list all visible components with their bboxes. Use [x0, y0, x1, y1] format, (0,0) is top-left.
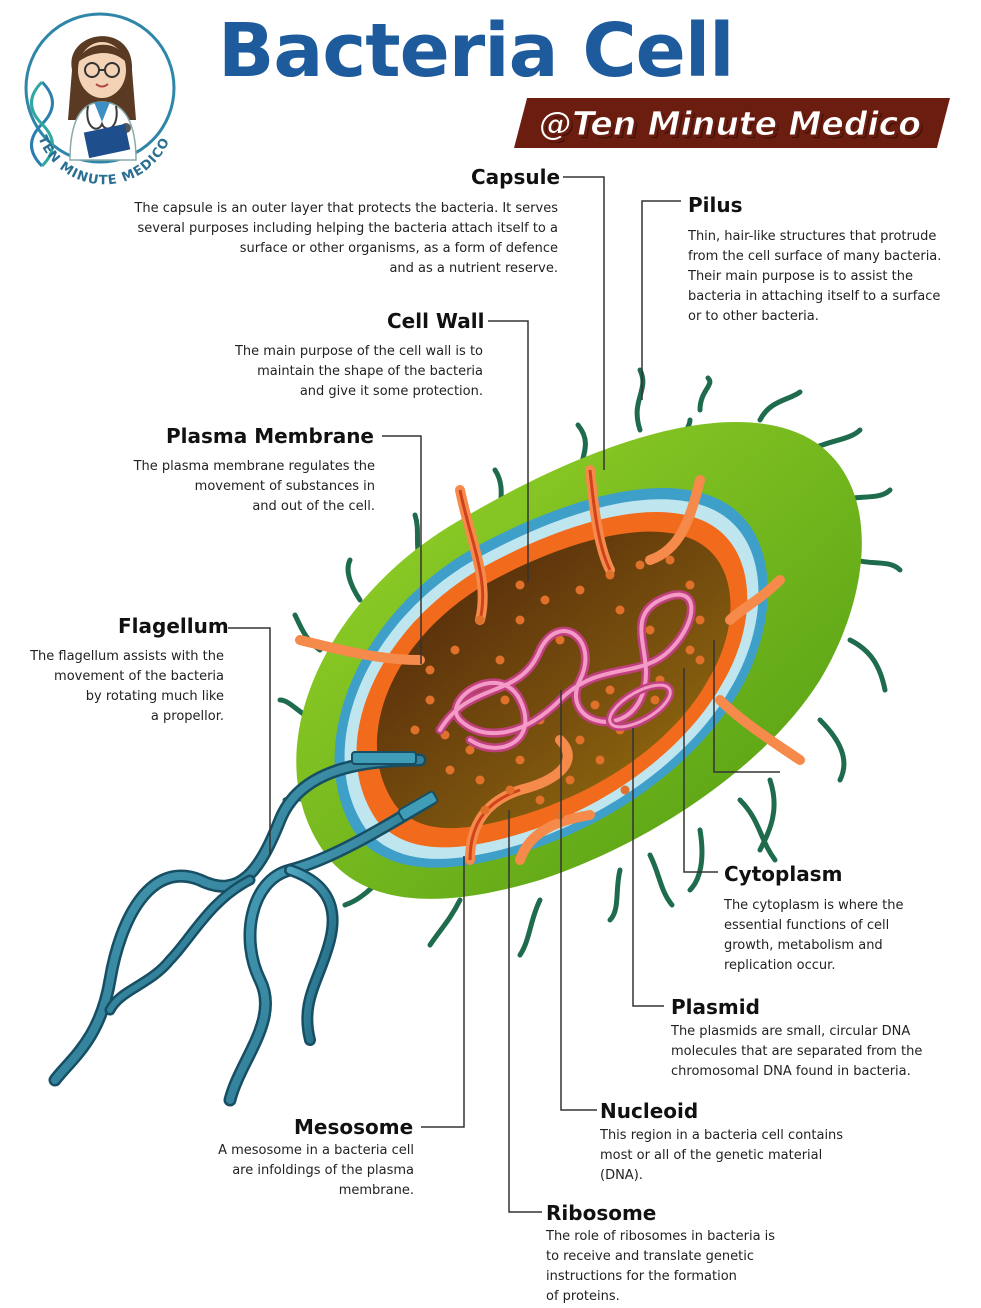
ribosome-dot	[590, 700, 600, 710]
ribosome-dot	[410, 725, 420, 735]
ribosome-dot	[480, 805, 490, 815]
ribosome-dot	[515, 580, 525, 590]
desc-plasmid: The plasmids are small, circular DNA mol…	[671, 1024, 923, 1079]
leader-lines	[228, 176, 780, 1213]
ribosome-dot	[575, 585, 585, 595]
desc-flagellum: The flagellum assists with the movement …	[30, 649, 224, 724]
ribosome-dot	[515, 615, 525, 625]
ribosome-dot	[695, 615, 705, 625]
ribosome-dot	[595, 755, 605, 765]
desc-cell-wall: The main purpose of the cell wall is to …	[234, 344, 483, 399]
ribosome-dot	[535, 795, 545, 805]
desc-mesosome: A mesosome in a bacteria cell are infold…	[218, 1143, 414, 1198]
ribosome-dot	[565, 775, 575, 785]
desc-nucleoid: This region in a bacteria cell contains …	[600, 1128, 844, 1183]
desc-pilus: Thin, hair-like structures that protrude…	[688, 229, 942, 324]
label-pilus: Pilus	[688, 193, 743, 217]
label-cytoplasm: Cytoplasm	[724, 862, 843, 886]
desc-ribosome: The role of ribosomes in bacteria is to …	[546, 1229, 776, 1304]
ribosome-dot	[695, 655, 705, 665]
channel-handle: @Ten Minute Medico	[539, 103, 922, 143]
ribosome-dot	[635, 560, 645, 570]
ribosome-dot	[685, 645, 695, 655]
ribosome-dot	[555, 810, 565, 820]
page-title: Bacteria Cell	[218, 8, 735, 94]
ribosome-dot	[425, 695, 435, 705]
ribosome-dot	[465, 745, 475, 755]
ribosome-dot	[475, 775, 485, 785]
ribosomes	[410, 555, 705, 820]
ribosome-dot	[665, 555, 675, 565]
ribosome-dot	[425, 665, 435, 675]
ribosome-dot	[605, 685, 615, 695]
ribosome-dot	[445, 765, 455, 775]
ribosome-dot	[555, 635, 565, 645]
handle-banner: @Ten Minute Medico	[514, 98, 950, 148]
ribosome-dot	[620, 785, 630, 795]
desc-capsule: The capsule is an outer layer that prote…	[134, 201, 558, 276]
flagellum	[48, 753, 437, 1107]
ribosome-dot	[450, 645, 460, 655]
label-plasmid: Plasmid	[671, 995, 760, 1019]
cytoplasm-layer	[376, 531, 731, 829]
ribosome-dot	[650, 695, 660, 705]
ribosome-dot	[515, 755, 525, 765]
ribosome-dot	[575, 735, 585, 745]
ribosome-dot	[495, 655, 505, 665]
desc-plasma-membrane: The plasma membrane regulates the moveme…	[133, 459, 375, 514]
ribosome-dot	[500, 695, 510, 705]
label-ribosome: Ribosome	[546, 1201, 657, 1225]
label-cell-wall: Cell Wall	[387, 309, 485, 333]
label-mesosome: Mesosome	[294, 1115, 414, 1139]
label-nucleoid: Nucleoid	[600, 1099, 699, 1123]
ribosome-dot	[540, 595, 550, 605]
ribosome-dot	[605, 570, 615, 580]
doctor-avatar-icon: TEN MINUTE MEDICO	[24, 12, 176, 186]
label-capsule: Capsule	[471, 165, 561, 189]
ribosome-dot	[475, 615, 485, 625]
ribosome-dot	[685, 580, 695, 590]
ribosome-dot	[645, 625, 655, 635]
label-flagellum: Flagellum	[118, 614, 229, 638]
desc-cytoplasm: The cytoplasm is where the essential fun…	[724, 898, 904, 973]
label-plasma-membrane: Plasma Membrane	[166, 424, 374, 448]
ribosome-dot	[505, 785, 515, 795]
ribosome-dot	[615, 605, 625, 615]
